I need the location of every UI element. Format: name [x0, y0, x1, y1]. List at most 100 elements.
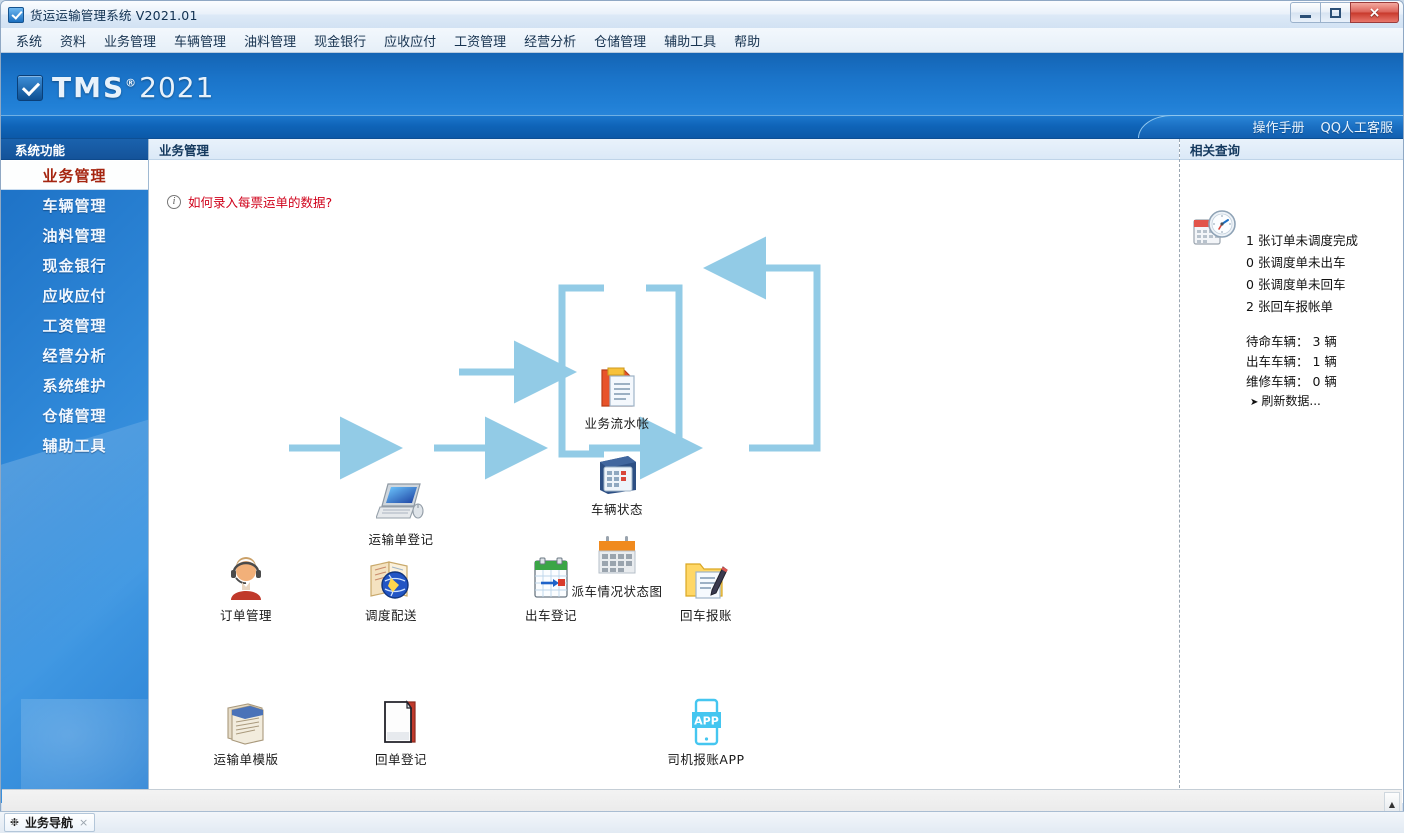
vehicle-status-label: 维修车辆： — [1246, 374, 1309, 389]
chevron-right-icon: ➤ — [1250, 397, 1259, 408]
flow-node-label: 回车报账 — [679, 608, 732, 623]
flow-node-receipt-registration[interactable]: 回单登记 — [347, 698, 455, 768]
menu-item-tools[interactable]: 辅助工具 — [664, 34, 717, 50]
vehicle-status-row: 出车车辆： 1 辆 — [1246, 352, 1337, 372]
stat-row[interactable]: 0 张调度单未出车 — [1246, 252, 1358, 274]
refresh-label: 刷新数据... — [1261, 394, 1321, 408]
related-queries-body: 1 张订单未调度完成 0 张调度单未出车 0 张调度单未回车 2 张回车报帐单 — [1180, 160, 1403, 803]
check-app-icon — [8, 6, 24, 23]
business-flowchart: 运输单登记 业务流水帐 — [149, 160, 1179, 803]
svg-text:APP: APP — [694, 715, 719, 728]
flow-node-label: 业务流水帐 — [584, 416, 650, 431]
stat-row[interactable]: 2 张回车报帐单 — [1246, 296, 1358, 318]
close-icon: × — [1368, 4, 1381, 21]
flow-node-driver-app[interactable]: APP 司机报账APP — [652, 698, 760, 768]
flow-node-label: 派车情况状态图 — [571, 584, 663, 599]
stat-text: 张回车报帐单 — [1257, 299, 1333, 314]
stat-list: 1 张订单未调度完成 0 张调度单未出车 0 张调度单未回车 2 张回车报帐单 — [1246, 230, 1358, 318]
stat-text: 张调度单未出车 — [1257, 255, 1346, 270]
menu-item-cash-bank[interactable]: 现金银行 — [314, 34, 367, 50]
link-manual[interactable]: 操作手册 — [1252, 120, 1305, 136]
related-queries-panel: 相关查询 — [1179, 139, 1403, 803]
stat-text: 张调度单未回车 — [1257, 277, 1346, 292]
registered-mark: ® — [125, 76, 137, 90]
banner-links: 操作手册 QQ人工客服 — [1253, 115, 1393, 137]
sidebar-item-warehouse[interactable]: 仓储管理 — [42, 406, 107, 425]
flow-node-business-ledger[interactable]: 业务流水帐 — [563, 362, 671, 432]
sidebar-list: 业务管理 车辆管理 油料管理 现金银行 应收应付 工资管理 经营分析 系统维护 … — [1, 160, 148, 460]
related-queries-title: 相关查询 — [1180, 139, 1403, 160]
menu-item-system[interactable]: 系统 — [16, 34, 43, 50]
green-calendar-arrow-icon — [497, 554, 605, 602]
menu-item-payroll[interactable]: 工资管理 — [454, 34, 507, 50]
flow-node-transport-registration[interactable]: 运输单登记 — [347, 478, 455, 548]
stat-row[interactable]: 0 张调度单未回车 — [1246, 274, 1358, 296]
menu-item-warehouse[interactable]: 仓储管理 — [594, 34, 647, 50]
vehicle-status-list: 待命车辆： 3 辆 出车车辆： 1 辆 维修车辆： 0 辆 — [1246, 332, 1337, 392]
flow-node-label: 订单管理 — [219, 608, 272, 623]
flow-node-dispatch-delivery[interactable]: 调度配送 — [337, 554, 445, 624]
sidebar-item-payroll[interactable]: 工资管理 — [42, 316, 107, 335]
close-button[interactable]: × — [1350, 2, 1399, 23]
brand-text: TMS®2021 — [52, 71, 214, 104]
vehicle-status-row: 维修车辆： 0 辆 — [1246, 372, 1337, 392]
phone-app-icon: APP — [652, 698, 760, 746]
stat-count: 0 — [1246, 255, 1254, 270]
brand-name: TMS — [52, 71, 126, 104]
window-title: 货运运输管理系统 V2021.01 — [30, 8, 198, 23]
link-qq-support[interactable]: QQ人工客服 — [1320, 120, 1393, 136]
book-globe-icon — [337, 554, 445, 602]
flow-node-label: 车辆状态 — [590, 502, 643, 517]
orange-calendar-icon — [563, 530, 671, 578]
vehicle-status-row: 待命车辆： 3 辆 — [1246, 332, 1337, 352]
refresh-data-link[interactable]: ➤刷新数据... — [1250, 392, 1321, 409]
menu-item-help[interactable]: 帮助 — [734, 34, 761, 50]
sidebar-item-payables[interactable]: 应收应付 — [42, 286, 107, 305]
menu-item-analysis[interactable]: 经营分析 — [524, 34, 577, 50]
sidebar-item-tools[interactable]: 辅助工具 — [42, 436, 107, 455]
vehicle-status-value: 0 辆 — [1312, 374, 1337, 389]
main-panel: 业务管理 i 如何录入每票运单的数据? — [149, 139, 1179, 803]
flow-node-departure-registration[interactable]: 出车登记 — [497, 554, 605, 624]
stat-count: 1 — [1246, 233, 1254, 248]
folder-pencil-icon — [652, 554, 760, 602]
maximize-button[interactable] — [1320, 2, 1351, 23]
stat-row[interactable]: 1 张订单未调度完成 — [1246, 230, 1358, 252]
flow-node-return-reimbursement[interactable]: 回车报账 — [652, 554, 760, 624]
sidebar-item-business[interactable]: 业务管理 — [1, 160, 148, 190]
menu-item-fuel[interactable]: 油料管理 — [244, 34, 297, 50]
menu-item-business[interactable]: 业务管理 — [104, 34, 157, 50]
documents-stack-icon — [192, 698, 300, 746]
flow-node-label: 回单登记 — [374, 752, 427, 767]
sidebar-item-maintenance[interactable]: 系统维护 — [42, 376, 107, 395]
sidebar-item-analysis[interactable]: 经营分析 — [42, 346, 107, 365]
taskbar-close-icon[interactable]: × — [79, 816, 89, 829]
flow-node-order-management[interactable]: 订单管理 — [192, 554, 300, 624]
maximize-icon — [1330, 7, 1341, 18]
flow-node-waybill-template[interactable]: 运输单模版 — [192, 698, 300, 768]
computer-icon — [347, 478, 455, 526]
tms-check-icon — [17, 74, 43, 101]
headset-agent-icon — [192, 554, 300, 602]
flow-node-label: 司机报账APP — [667, 752, 745, 767]
calendar-clock-icon — [1192, 208, 1238, 256]
sidebar-item-fuel[interactable]: 油料管理 — [42, 226, 107, 245]
taskbar: ❉ 业务导航 × — [0, 811, 1404, 833]
hint-row: i 如何录入每票运单的数据? — [167, 192, 332, 211]
minimize-button[interactable] — [1290, 2, 1321, 23]
taskbar-button-business-navigation[interactable]: ❉ 业务导航 × — [4, 813, 96, 832]
flow-node-dispatch-status-chart[interactable]: 派车情况状态图 — [563, 530, 671, 600]
flow-node-vehicle-status[interactable]: 车辆状态 — [563, 448, 671, 518]
menu-item-vehicle[interactable]: 车辆管理 — [174, 34, 227, 50]
brand-year: 2021 — [139, 71, 215, 104]
sidebar-item-cash-bank[interactable]: 现金银行 — [42, 256, 107, 275]
hint-link[interactable]: 如何录入每票运单的数据? — [188, 195, 333, 210]
window-controls: × — [1290, 2, 1399, 24]
minimize-icon — [1300, 14, 1311, 18]
app-banner: TMS®2021 操作手册 QQ人工客服 — [1, 53, 1403, 139]
sidebar-item-vehicle[interactable]: 车辆管理 — [42, 196, 107, 215]
banner-strip — [1, 115, 1403, 138]
menu-item-data[interactable]: 资料 — [60, 34, 87, 50]
menu-item-payables[interactable]: 应收应付 — [384, 34, 437, 50]
flow-connectors — [289, 236, 821, 480]
